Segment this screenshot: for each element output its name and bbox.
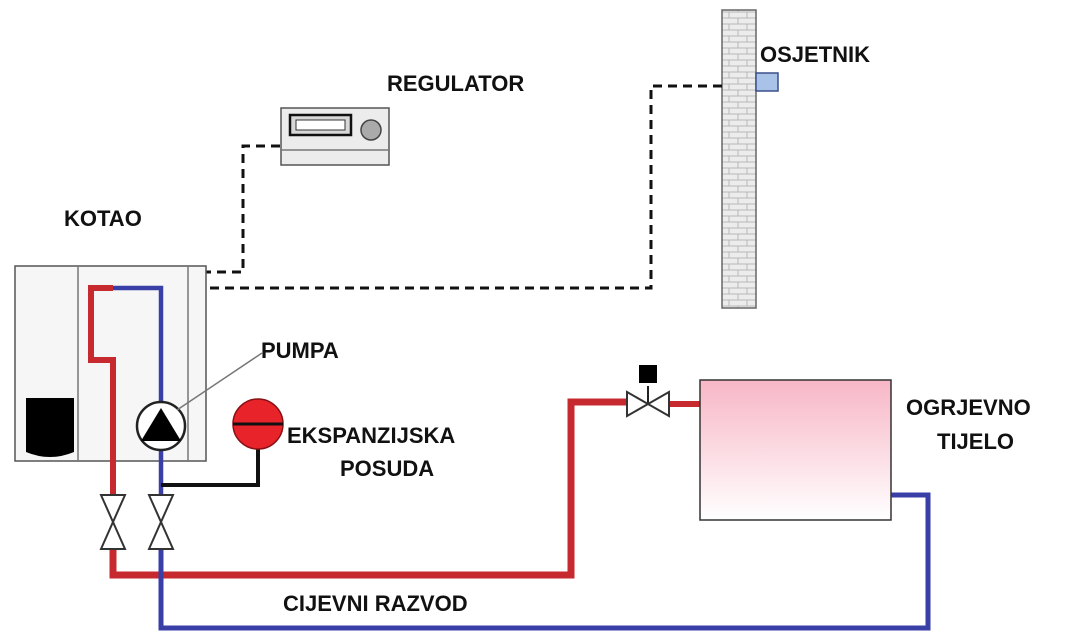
regulator-signal-line — [205, 144, 280, 274]
regulator-knob — [360, 119, 382, 141]
expansion-vessel — [232, 398, 284, 450]
label-regulator: REGULATOR — [387, 71, 524, 96]
return-pipe-distribution — [158, 492, 931, 631]
thermostatic-valve — [626, 365, 670, 418]
wall — [721, 9, 757, 309]
burner — [26, 398, 74, 457]
label-ogrjevno: OGRJEVNO — [906, 395, 1031, 420]
label-tijelo: TIJELO — [937, 429, 1014, 454]
label-osjetnik: OSJETNIK — [760, 42, 870, 67]
supply-pipe-distribution — [109, 398, 627, 579]
label-posuda: POSUDA — [340, 456, 434, 481]
sensor — [755, 72, 779, 92]
signal-lines — [205, 84, 722, 290]
pump-pointer — [176, 352, 263, 411]
expansion-pipe — [161, 448, 260, 487]
label-ekspanzijska: EKSPANZIJSKA — [287, 423, 455, 448]
label-kotao: KOTAO — [64, 206, 142, 231]
regulator — [280, 107, 390, 166]
radiator — [699, 379, 892, 521]
shutoff-valve-return — [147, 494, 175, 550]
pump — [135, 400, 187, 452]
shutoff-valve-supply — [99, 494, 127, 550]
label-cijevni-razvod: CIJEVNI RAZVOD — [283, 591, 468, 616]
sensor-signal-line — [205, 84, 722, 290]
supply-pipe — [88, 285, 116, 495]
label-pumpa: PUMPA — [261, 338, 339, 363]
